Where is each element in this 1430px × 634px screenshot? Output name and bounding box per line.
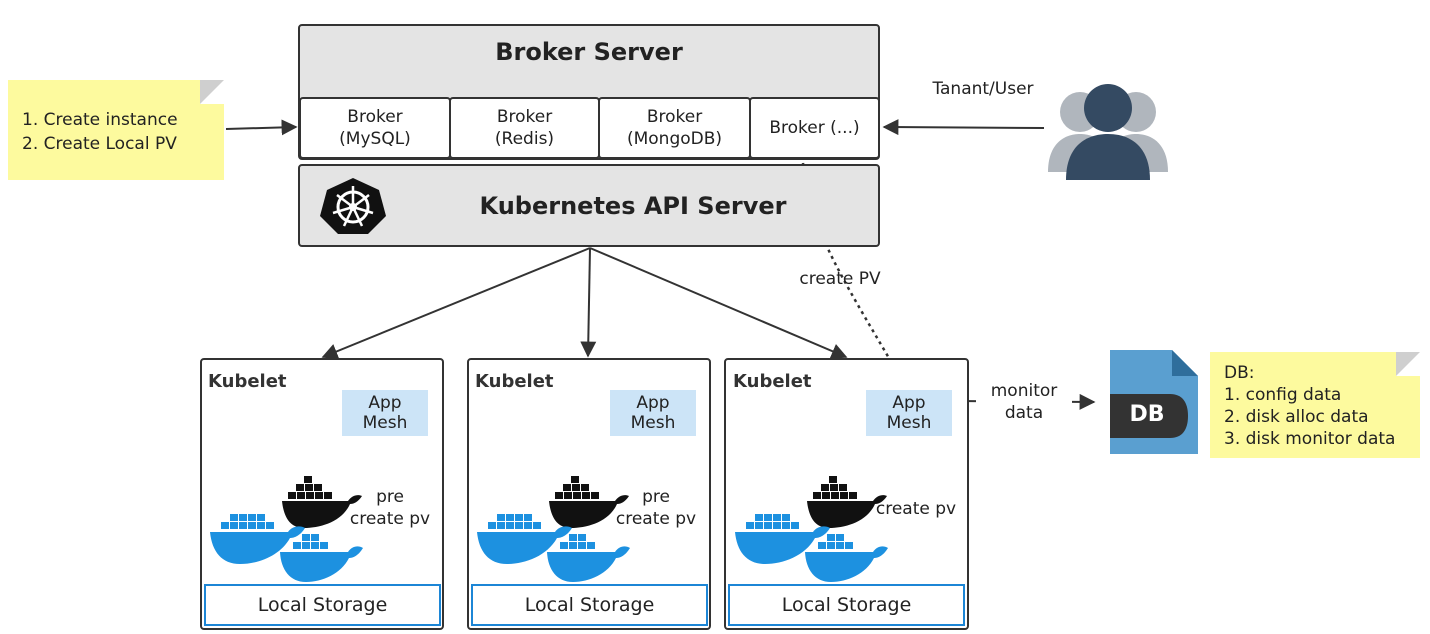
db-note-fold-corner — [1396, 352, 1420, 376]
dotted-create-pv-path — [801, 162, 906, 386]
user-group-icon — [1048, 84, 1168, 180]
kubernetes-api-server — [298, 164, 880, 247]
app-mesh-2: App Mesh — [610, 390, 696, 436]
kubelet-label-2: Kubelet — [475, 371, 554, 392]
flow-label-1: pre create pv — [340, 486, 440, 530]
broker-other: Broker (...) — [749, 97, 880, 159]
flow-label-2: pre create pv — [606, 486, 706, 530]
broker-mongodb: Broker (MongoDB) — [598, 97, 751, 159]
monitor-data-label: monitor data — [976, 380, 1072, 424]
arrow-api-to-node-3 — [589, 247, 848, 359]
local-storage-3: Local Storage — [728, 584, 965, 626]
note-fold-corner — [200, 80, 224, 104]
db-note: DB: 1. config data 2. disk alloc data 3.… — [1210, 352, 1420, 458]
db-icon-label: DB — [1129, 402, 1165, 427]
app-mesh-1: App Mesh — [342, 390, 428, 436]
docker-whales-icon — [735, 476, 888, 582]
app-mesh-3: App Mesh — [866, 390, 952, 436]
broker-redis: Broker (Redis) — [449, 97, 600, 159]
kubernetes-logo-icon — [320, 178, 386, 234]
instructions-note: 1. Create instance 2. Create Local PV — [8, 80, 224, 180]
database-file-icon — [1110, 350, 1198, 454]
local-storage-1: Local Storage — [204, 584, 441, 626]
api-server-title: Kubernetes API Server — [479, 192, 787, 220]
kubelet-label-3: Kubelet — [733, 371, 812, 392]
arrow-note-to-broker — [225, 119, 298, 136]
user-label: Tanant/User — [932, 79, 1034, 99]
arrow-api-to-node-1 — [321, 247, 591, 359]
broker-server-title: Broker Server — [495, 38, 683, 66]
arrow-user-to-broker — [882, 119, 1045, 136]
arrow-api-to-node-2 — [580, 247, 597, 358]
create-pv-label: create PV — [799, 269, 881, 289]
docker-whales-icon — [210, 476, 363, 582]
broker-mysql: Broker (MySQL) — [299, 97, 451, 159]
docker-whales-icon — [477, 476, 630, 582]
flow-label-3: create pv — [866, 498, 966, 520]
local-storage-2: Local Storage — [471, 584, 708, 626]
kubelet-label-1: Kubelet — [208, 371, 287, 392]
